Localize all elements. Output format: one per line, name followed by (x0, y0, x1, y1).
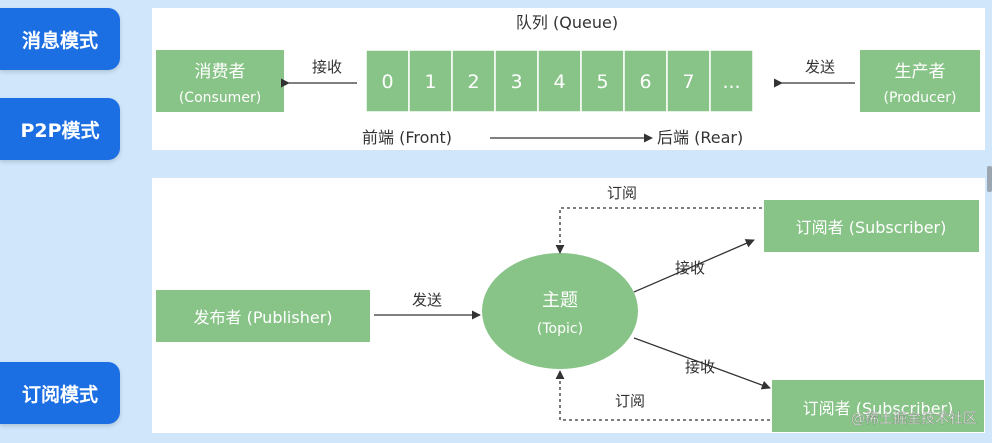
queue-cell-label: 4 (553, 71, 565, 93)
receive-label-top: 接收 (675, 259, 705, 277)
queue-cell (580, 49, 625, 113)
queue-cell-label: 7 (682, 71, 694, 93)
subscribe-label-bottom: 订阅 (615, 392, 645, 410)
queue-cell (494, 49, 539, 113)
receive-arrow-bottom (633, 337, 771, 390)
queue-cell (709, 49, 754, 113)
receive-label: 接收 (312, 58, 342, 76)
queue-cells: 0 1 2 3 4 5 6 7... (365, 49, 754, 113)
queue-cell-label: 3 (510, 71, 522, 93)
topic-sub-label: (Topic) (537, 321, 583, 337)
scrollbar-thumb[interactable] (987, 166, 992, 192)
subscriber-box-top (764, 200, 979, 252)
send-label: 发送 (805, 58, 835, 76)
topic-label: 主题 (542, 290, 578, 311)
sidebar-item-message-mode[interactable]: 消息模式 (0, 8, 120, 70)
consumer-sub-label: (Consumer) (179, 90, 261, 106)
consumer-label: 消费者 (195, 62, 246, 82)
subscribe-link-top (555, 207, 762, 254)
queue-cell-label: 1 (424, 71, 436, 93)
watermark: @稀土掘金技术社区 (851, 411, 977, 427)
queue-title: 队列 (Queue) (516, 13, 618, 32)
queue-cell-label: 5 (596, 71, 608, 93)
p2p-diagram-panel: 队列 (Queue) 消费者 (Consumer) 接收 0 1 2 3 4 5 6 7...… (152, 8, 985, 150)
queue-cell-label: ... (722, 71, 740, 93)
sidebar: 消息模式 P2P模式 订阅模式 (0, 0, 150, 443)
queue-cell-label: 0 (381, 71, 393, 93)
publish-send-label: 发送 (412, 291, 442, 309)
consumer-box (156, 50, 284, 112)
subscriber-label-top: 订阅者 (Subscriber) (796, 218, 947, 237)
producer-sub-label: (Producer) (884, 90, 957, 106)
subscriber-label-bottom: 订阅者 (Subscriber) (803, 399, 954, 418)
front-label: 前端 (Front) (362, 128, 452, 147)
receive-arrow-top (633, 239, 755, 293)
receive-label-bottom: 接收 (685, 358, 715, 376)
p2p-diagram: 队列 (Queue) 消费者 (Consumer) 接收 0 1 2 3 4 5 6 7...… (156, 13, 980, 147)
sidebar-item-subscribe-mode[interactable]: 订阅模式 (0, 362, 120, 424)
rear-label: 后端 (Rear) (657, 128, 743, 147)
pubsub-diagram-panel: 发布者 (Publisher) 发送 主题 (Topic) 接收 接收 订阅者 … (152, 178, 985, 433)
queue-cell-label: 2 (467, 71, 479, 93)
pubsub-diagram: 发布者 (Publisher) 发送 主题 (Topic) 接收 接收 订阅者 … (156, 184, 984, 432)
producer-label: 生产者 (895, 62, 946, 82)
subscribe-label-top: 订阅 (607, 184, 637, 202)
publisher-label: 发布者 (Publisher) (193, 308, 332, 327)
producer-box (860, 50, 980, 112)
queue-cell-label: 6 (639, 71, 651, 93)
subscribe-link-bottom (555, 370, 770, 421)
queue-cell (365, 49, 410, 113)
queue-cell (451, 49, 496, 113)
topic-node (482, 253, 638, 369)
publisher-box (156, 290, 370, 342)
subscriber-box-bottom (772, 380, 984, 432)
queue-cell (408, 49, 453, 113)
sidebar-item-p2p-mode[interactable]: P2P模式 (0, 98, 120, 160)
